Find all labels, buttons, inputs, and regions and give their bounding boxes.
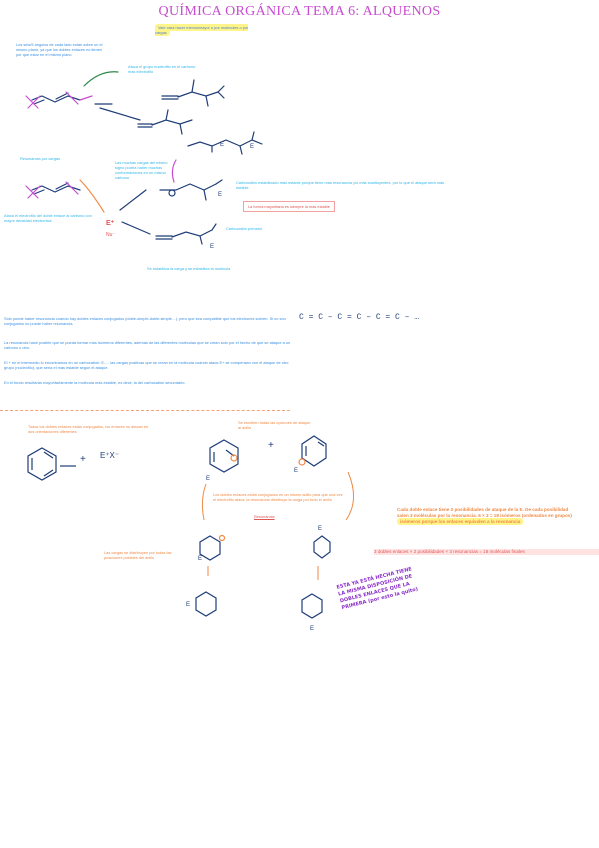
svg-text:E: E (210, 244, 214, 250)
product-1 (161, 79, 225, 107)
orange-arrow-2 (345, 471, 354, 521)
red-calc: 3 dobles enlaces × 2 posibilidades × 3 r… (374, 549, 599, 555)
paragraph-3: El + en el intermedio lo encontramos en … (4, 360, 289, 370)
arrow-2 (99, 107, 141, 121)
svg-text:E: E (218, 192, 222, 198)
orange-highlight: isómeros porque los enlaces equivalen a … (397, 518, 524, 525)
diene-structure-2 (25, 181, 81, 199)
product-3 (187, 131, 263, 155)
svg-text:E: E (250, 144, 254, 150)
highlight-note: Vale para hacer menos/mayor o por molecu… (155, 24, 250, 36)
side-note: Las muchas cargas del mismo signo podría… (115, 160, 168, 180)
curved-arrow-orange (79, 179, 105, 213)
ring-4 (195, 591, 217, 617)
curved-arrow-purple (171, 159, 177, 183)
svg-text:E: E (186, 602, 190, 608)
orange-block-text: Cada doble enlace tiene 2 posibilidades … (397, 507, 572, 518)
ring-6 (301, 593, 323, 619)
resonance-label: Resonancia por cargas (20, 156, 61, 161)
cations-note: Las cargas se distribuyen por todas las … (104, 550, 172, 560)
page-title: QUÍMICA ORGÁNICA TEMA 6: ALQUENOS (158, 4, 441, 19)
attack-note: Se escriben todas las opciones de ataque… (238, 420, 311, 430)
ring-cation-2 (301, 435, 327, 467)
product-2 (137, 109, 193, 135)
svg-text:E: E (206, 476, 210, 482)
section-divider (0, 410, 290, 411)
arrows-note: Los dobles enlaces están conjugados en u… (213, 492, 343, 502)
primary-label: Carbocatión primario (226, 226, 263, 231)
resonance-bottom-note: Se estabiliza la carga y se estabiliza l… (147, 266, 231, 271)
ring-3 (199, 535, 221, 561)
cation-note: Ataca el grupo nucleofilo en el carbono … (128, 64, 196, 74)
svg-text:E: E (220, 142, 224, 148)
diene-structure-1 (25, 71, 119, 109)
benzene-ring (27, 447, 57, 481)
paragraph-1: Sólo puede haber resonancia cuando hay d… (4, 316, 286, 326)
plus-sign-2: + (268, 440, 274, 451)
boxed-red-note: La forma mayoritaria es siempre la más e… (243, 201, 335, 212)
svg-text:E: E (198, 556, 202, 562)
carbocation-note: Carbocatión estabilizado más estable por… (236, 180, 445, 190)
product-5 (155, 223, 217, 245)
resonance-mid-label: Resonancia (254, 514, 275, 519)
benzene-note: Todos los dobles enlaces están conjugado… (28, 424, 149, 434)
svg-text:E: E (294, 468, 298, 474)
orange-block: Cada doble enlace tiene 2 posibilidades … (397, 507, 572, 525)
plus-sign-1: + (80, 454, 86, 465)
paragraph-4: En el fondo resultarán mayoritariamente … (4, 380, 186, 385)
electrophile-reagent: E⁺X⁻ (100, 451, 120, 460)
ring-5 (313, 535, 331, 559)
ring-cation-1 (209, 439, 239, 473)
paragraph-2: La resonancia hace posible que se pueda … (4, 340, 291, 350)
arrow-3 (119, 189, 147, 211)
e-plus-label: E⁺ (106, 220, 115, 227)
svg-text:E: E (318, 526, 322, 532)
chain-formula: C = C – C = C – C = C – … (299, 313, 420, 322)
plane-note: Los seis/5 ángulos de cada lado están so… (16, 42, 103, 57)
product-4 (159, 179, 223, 201)
orange-arrow-1 (201, 483, 207, 521)
arrow-4 (121, 221, 151, 235)
electrophile-note: Ataca el electrófilo del doble enlace al… (4, 213, 92, 223)
nu-label: Nu⁻ (106, 232, 116, 238)
svg-text:E: E (310, 626, 314, 632)
benzene-section (27, 435, 331, 619)
